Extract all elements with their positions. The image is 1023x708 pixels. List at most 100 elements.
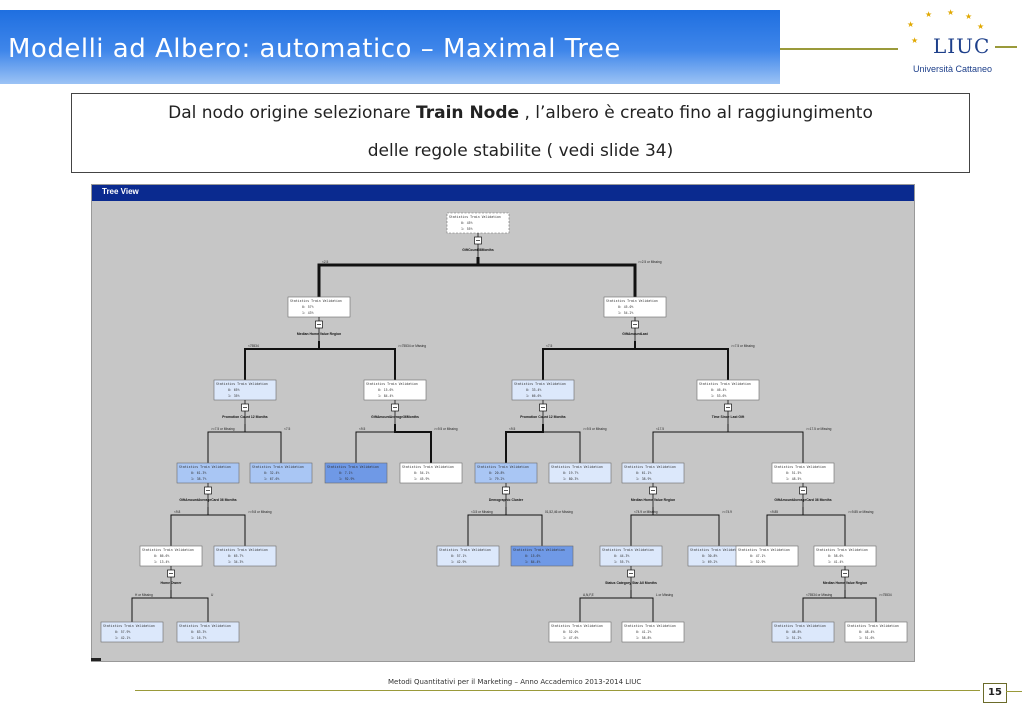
node-row-0: 0: 47.1% (750, 554, 765, 558)
tree-node[interactable] (771, 621, 835, 643)
node-row-1: 1: 16.7% (191, 636, 206, 640)
branch-label: L or Missing (656, 593, 673, 597)
node-row-1: 1: 38.9% (636, 477, 651, 481)
tree-node[interactable] (399, 462, 463, 484)
node-header: Statistics Train Validation (402, 465, 454, 469)
node-header: Statistics Train Validation (216, 382, 268, 386)
node-header: Statistics Train Validation (449, 215, 501, 219)
node-row-1: 1: 48.5% (786, 477, 801, 481)
node-row-0: 0: 45% (461, 221, 473, 225)
instruction-text: Dal nodo origine selezionare (168, 103, 417, 123)
node-header: Statistics Train Validation (738, 548, 790, 552)
split-label: Promotion Count 12 Months (222, 415, 268, 419)
branch-label: <7.5 (284, 427, 291, 431)
node-header: Statistics Train Validation (477, 465, 529, 469)
tree-node[interactable] (548, 462, 612, 484)
instruction-box: Dal nodo origine selezionare Train Node … (71, 93, 970, 173)
node-row-0: 0: 61.3% (191, 471, 206, 475)
node-row-0: 0: 57% (302, 305, 314, 309)
tree-node[interactable] (249, 462, 313, 484)
node-row-0: 0: 15.6% (378, 388, 393, 392)
node-row-0: 0: 48.8% (786, 630, 801, 634)
node-row-0: 0: 7.1% (339, 471, 353, 475)
split-label: Median Home Value Region (631, 498, 675, 502)
liuc-logo: ★ ★ ★ ★ ★ ★ LIUC Università Cattaneo (895, 6, 1020, 82)
node-header: Statistics Train Validation (103, 624, 155, 628)
node-row-1: 1: 67.6% (264, 477, 279, 481)
node-row-1: 1: 43% (302, 311, 314, 315)
branch-label: <7.5 (546, 344, 553, 348)
tree-edge (542, 424, 581, 463)
tree-node[interactable] (324, 462, 388, 484)
tree-node[interactable] (548, 621, 612, 643)
branch-label: H or Missing (135, 593, 153, 597)
tree-edge (476, 257, 637, 297)
node-row-0: 0: 57.9% (115, 630, 130, 634)
logo-subtitle: Università Cattaneo (913, 64, 993, 74)
node-row-0: 0: 48.4% (859, 630, 874, 634)
node-row-1: 1: 80.3% (563, 477, 578, 481)
window-scroll-marker (91, 658, 101, 661)
node-row-1: 1: 58.8% (636, 636, 651, 640)
node-row-1: 1: 13.4% (154, 560, 169, 564)
star-icon: ★ (947, 8, 955, 17)
node-row-0: 0: 57.1% (451, 554, 466, 558)
tree-node[interactable] (436, 545, 500, 567)
star-icon: ★ (911, 36, 919, 45)
split-label: GiftAmountAverageCard 36 Months (774, 498, 831, 502)
node-row-1: 1: 34.3% (228, 560, 243, 564)
node-header: Statistics Train Validation (216, 548, 268, 552)
tree-node[interactable] (735, 545, 799, 567)
node-row-1: 1: 38.7% (191, 477, 206, 481)
instruction-bold: Train Node (416, 103, 520, 123)
title-rule (780, 48, 898, 50)
node-row-0: 0: 44.3% (614, 554, 629, 558)
title-bar: Modelli ad Albero: automatico – Maximal … (0, 10, 780, 84)
tree-edge (207, 507, 246, 546)
tree-node[interactable] (213, 545, 277, 567)
node-row-1: 1: 42.9% (451, 560, 466, 564)
node-row-0: 0: 41.2% (636, 630, 651, 634)
split-label: GiftCount36Months (462, 248, 494, 252)
node-header: Statistics Train Validation (551, 624, 603, 628)
node-header: Statistics Train Validation (290, 299, 342, 303)
tree-edge (170, 590, 209, 622)
tree-canvas: <2.5>=2.5 or Missing<75534>=75534 or Mis… (92, 201, 914, 661)
tree-node[interactable] (621, 621, 685, 643)
node-row-0: 0: 45.0% (618, 305, 633, 309)
tree-edge (505, 507, 543, 546)
node-row-1: 1: 35% (228, 394, 240, 398)
window-title: Tree View (102, 187, 139, 196)
node-header: Statistics Train Validation (142, 548, 194, 552)
node-row-0: 0: 51.5% (786, 471, 801, 475)
tree-node[interactable] (844, 621, 908, 643)
star-icon: ★ (907, 20, 915, 29)
slide-title: Modelli ad Albero: automatico – Maximal … (8, 34, 621, 64)
node-header: Statistics Train Validation (179, 465, 231, 469)
logo-text: LIUC (933, 34, 991, 58)
node-row-1: 1: 53.6% (711, 394, 726, 398)
node-row-1: 1: 79.2% (489, 477, 504, 481)
node-row-1: 1: 55% (461, 227, 473, 231)
split-label: GiftAmountLast (622, 332, 648, 336)
tree-edge (317, 257, 480, 297)
split-label: Time Since Last Gift (712, 415, 745, 419)
node-row-1: 1: 45.9% (414, 477, 429, 481)
node-row-1: 1: 92.9% (339, 477, 354, 481)
node-row-1: 1: 84.4% (525, 560, 540, 564)
tree-node[interactable] (510, 545, 574, 567)
branch-label: >=75534 or Missing (398, 344, 426, 348)
tree-node[interactable] (100, 621, 164, 643)
node-header: Statistics Train Validation (774, 624, 826, 628)
node-row-0: 0: 65.7% (228, 554, 243, 558)
tree-edge (652, 507, 720, 546)
node-header: Statistics Train Validation (624, 624, 676, 628)
tree-node[interactable] (176, 621, 240, 643)
split-label: Median Home Value Region (297, 332, 341, 336)
node-row-1: 1: 51.2% (786, 636, 801, 640)
branch-label: <75534 (248, 344, 259, 348)
node-header: Statistics Train Validation (179, 624, 231, 628)
node-header: Statistics Train Validation (690, 548, 742, 552)
branch-label: <74.9 or Missing (634, 510, 658, 514)
logo-rule (995, 46, 1017, 48)
